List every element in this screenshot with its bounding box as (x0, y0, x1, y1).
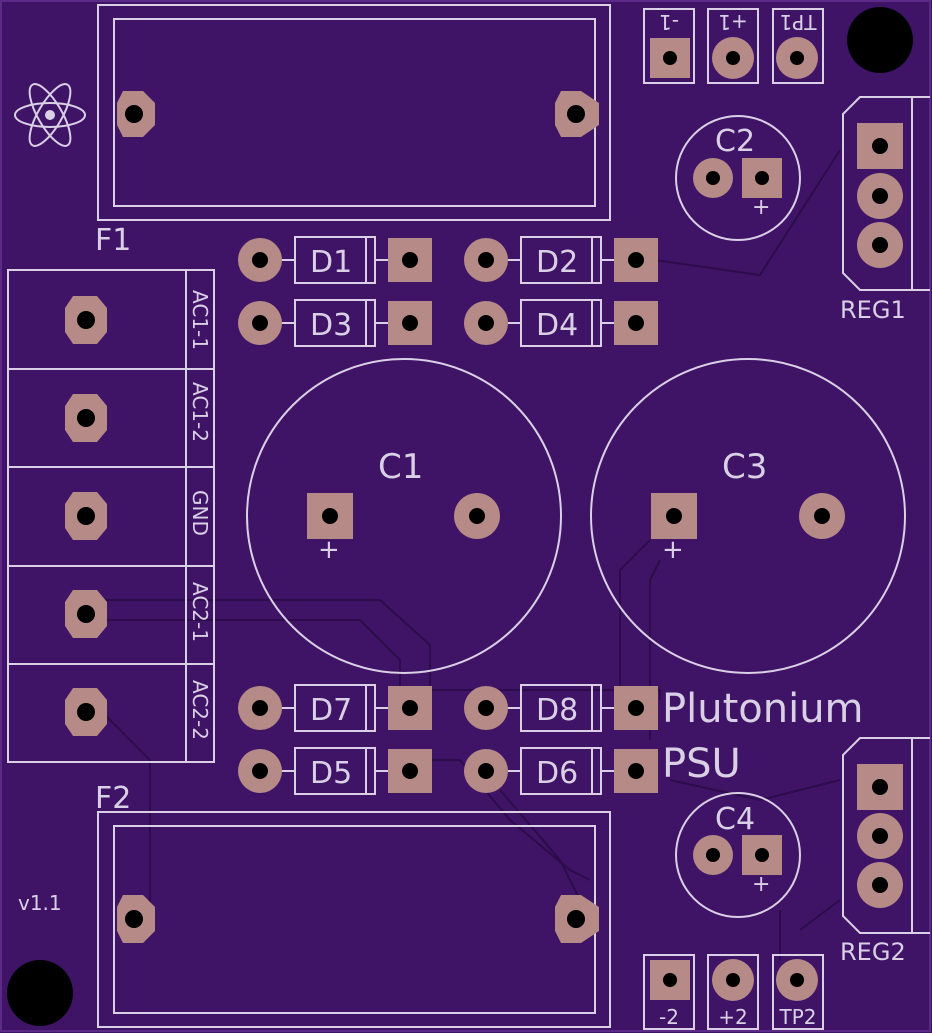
diode-d1: D1 (238, 236, 432, 284)
diode-d8-label: D8 (536, 693, 578, 728)
diode-d2: D2 (464, 236, 658, 284)
board-version: v1.1 (18, 891, 62, 915)
diode-d1-label: D1 (310, 245, 352, 280)
board-title-line2: PSU (662, 741, 741, 787)
terminal-label-ac2-1: AC2-1 (188, 582, 212, 642)
regulator-reg1: REG1 (840, 96, 930, 324)
terminal-label-ac1-1: AC1-1 (188, 290, 212, 350)
diode-d8: D8 (464, 684, 658, 732)
terminal-label-ac2-2: AC2-2 (188, 680, 212, 740)
fuse-f2-label: F2 (95, 781, 131, 816)
capacitor-c4-plus: + (752, 872, 770, 897)
mounting-hole-bottom-left (7, 960, 73, 1026)
mounting-hole-top-right (847, 7, 913, 73)
capacitor-c2: C2 + (675, 115, 801, 241)
diode-d7-label: D7 (310, 693, 352, 728)
capacitor-c4: C4 + (675, 792, 801, 918)
test-point-tp2-label: TP2 (778, 1005, 816, 1029)
diode-d5-label: D5 (310, 756, 352, 791)
capacitor-c3-label: C3 (722, 447, 767, 487)
test-point-minus1-label: -1 (659, 10, 679, 34)
regulator-reg2: REG2 (840, 737, 930, 966)
fuse-f1-label: F1 (95, 223, 131, 258)
diode-d3-label: D3 (310, 308, 352, 343)
diode-d6-label: D6 (536, 756, 578, 791)
diode-d2-label: D2 (536, 245, 578, 280)
test-points-bottom: -2 +2 TP2 (643, 954, 824, 1030)
capacitor-c1-label: C1 (378, 447, 423, 487)
test-point-plus2-label: +2 (718, 1005, 747, 1029)
regulator-reg2-label: REG2 (840, 938, 906, 966)
test-points-top: -1 +1 TP1 (643, 8, 824, 84)
capacitor-c4-label: C4 (715, 802, 755, 837)
terminal-label-gnd: GND (188, 490, 212, 536)
atom-logo-icon (14, 83, 86, 147)
diode-d4-label: D4 (536, 308, 578, 343)
diode-d7: D7 (238, 684, 432, 732)
board-title-line1: Plutonium (662, 686, 864, 732)
test-point-tp1-label: TP1 (779, 10, 817, 34)
diode-d3: D3 (238, 299, 432, 347)
capacitor-c3-plus: + (662, 535, 684, 565)
terminal-label-ac1-2: AC1-2 (188, 382, 212, 442)
diode-d5: D5 (238, 747, 432, 795)
capacitor-c3: C3 + (590, 358, 906, 674)
fuse-f1: F1 (95, 4, 611, 258)
test-point-plus1-label: +1 (718, 10, 747, 34)
capacitor-c1-plus: + (318, 535, 340, 565)
diode-d4: D4 (464, 299, 658, 347)
fuse-f2: F2 (95, 781, 611, 1028)
diode-d6: D6 (464, 747, 658, 795)
regulator-reg1-label: REG1 (840, 296, 906, 324)
capacitor-c1: C1 + (246, 358, 562, 674)
capacitor-c2-plus: + (752, 195, 770, 220)
test-point-minus2-label: -2 (659, 1005, 679, 1029)
capacitor-c2-label: C2 (715, 124, 755, 159)
terminal-block: AC1-1 AC1-2 GND AC2-1 AC2-2 (7, 269, 215, 763)
